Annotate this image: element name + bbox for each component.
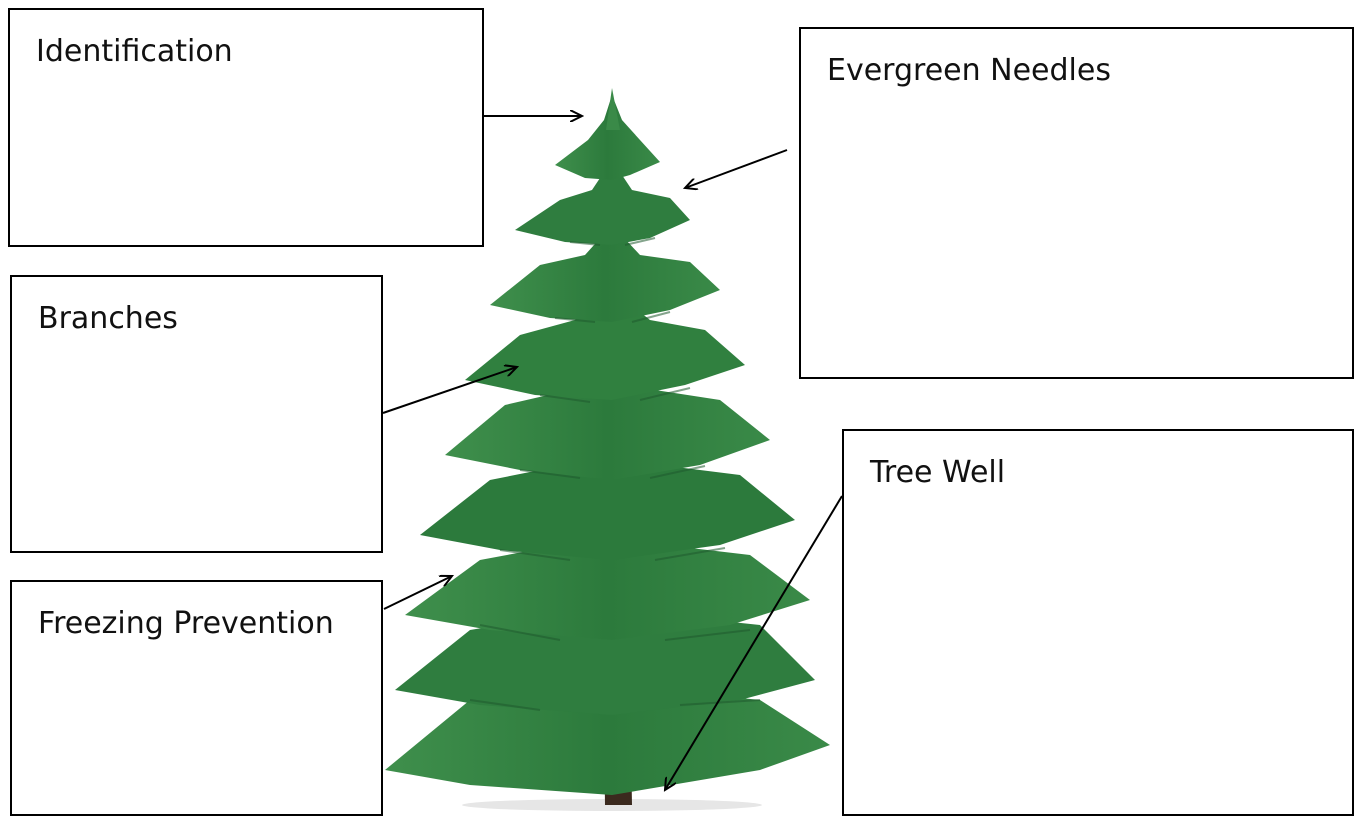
branches-label: Branches bbox=[38, 301, 178, 336]
arrow-branches bbox=[383, 367, 517, 413]
freezing-prevention-box: Freezing Prevention bbox=[10, 580, 383, 816]
freezing-prevention-label: Freezing Prevention bbox=[38, 606, 334, 641]
tree-well-box: Tree Well bbox=[842, 429, 1354, 816]
identification-label: Identification bbox=[36, 34, 233, 69]
tree-well-label: Tree Well bbox=[870, 455, 1005, 490]
identification-box: Identification bbox=[8, 8, 484, 247]
branches-box: Branches bbox=[10, 275, 383, 553]
foliage-tier bbox=[555, 95, 660, 180]
evergreen-needles-label: Evergreen Needles bbox=[827, 53, 1111, 88]
arrow-evergreen-needles bbox=[685, 150, 787, 188]
evergreen-needles-box: Evergreen Needles bbox=[799, 27, 1354, 379]
